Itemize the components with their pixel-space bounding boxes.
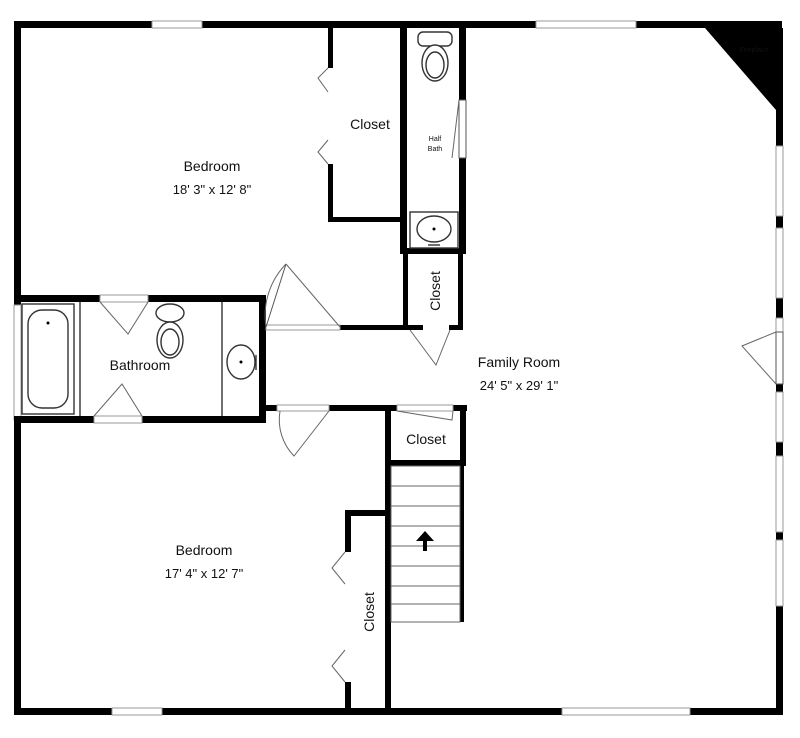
room-dims-family-room: 24' 5" x 29' 1" xyxy=(480,378,559,393)
closet-door xyxy=(331,649,346,683)
closet-door xyxy=(409,329,451,367)
window xyxy=(396,404,454,412)
wall-segment xyxy=(400,28,407,250)
room-labels: Bedroom 18' 3" x 12' 8" Closet Half Bath… xyxy=(110,47,769,632)
door-leaf xyxy=(458,99,467,159)
doors xyxy=(93,67,784,683)
wall-segment xyxy=(345,510,390,516)
wall-segment xyxy=(259,295,266,423)
window xyxy=(775,227,784,299)
room-name-closet-mid-horizontal: Closet xyxy=(406,431,446,447)
window xyxy=(111,707,163,716)
wall-segment xyxy=(345,510,351,552)
toilet-tank xyxy=(417,31,453,47)
fireplace-label: Fireplace xyxy=(740,47,769,54)
wall-top xyxy=(14,21,782,28)
wall-segment xyxy=(259,405,467,411)
door-swing xyxy=(396,410,454,421)
windows xyxy=(13,20,784,716)
room-name-bedroom-top: Bedroom xyxy=(184,158,241,174)
wall-segment xyxy=(328,164,333,222)
window xyxy=(775,391,784,443)
window xyxy=(151,20,203,29)
interior-openings xyxy=(93,294,454,424)
wall-segment xyxy=(328,28,333,68)
wall-segment xyxy=(459,28,466,100)
room-name-half-bath-line2: Bath xyxy=(428,146,443,153)
room-dims-bedroom-bottom: 17' 4" x 12' 7" xyxy=(165,566,244,581)
wall-segment xyxy=(400,248,466,254)
room-name-closet-top: Closet xyxy=(350,116,390,132)
wall-segment xyxy=(345,682,351,712)
room-name-bedroom-bottom: Bedroom xyxy=(176,542,233,558)
wall-segment xyxy=(340,325,408,330)
wall-segment xyxy=(460,466,464,622)
window xyxy=(535,20,637,29)
wall-segment xyxy=(458,254,463,328)
bathtub-inner xyxy=(27,309,69,409)
window xyxy=(265,324,341,331)
window xyxy=(276,404,330,412)
door-swing xyxy=(93,383,143,417)
wall-segment xyxy=(459,158,466,253)
wall-segment xyxy=(328,217,403,222)
door-swing xyxy=(285,263,341,328)
toilet-seat xyxy=(425,51,445,79)
sink-drain xyxy=(432,227,436,231)
up-arrow-icon xyxy=(416,531,434,551)
door-leaf xyxy=(775,331,784,385)
room-name-half-bath-line1: Half xyxy=(429,136,442,143)
fireplace-shape xyxy=(705,28,783,110)
door-swing xyxy=(451,99,460,159)
window xyxy=(775,539,784,607)
toilet-tank xyxy=(155,303,185,323)
fixtures xyxy=(21,31,459,416)
window xyxy=(561,707,691,716)
window xyxy=(99,294,149,303)
closet-door xyxy=(331,551,346,585)
door-swing xyxy=(741,331,777,385)
staircase xyxy=(390,465,461,623)
stair-outline xyxy=(390,465,461,623)
wall-segment xyxy=(385,460,466,466)
room-dims-bedroom-top: 18' 3" x 12' 8" xyxy=(173,182,252,197)
door-swing xyxy=(278,410,330,457)
window xyxy=(775,145,784,217)
window xyxy=(775,455,784,533)
tub-drain xyxy=(46,321,50,325)
wall-segment xyxy=(408,325,423,330)
wall-bottom xyxy=(14,708,782,715)
room-name-closet-bottom: Closet xyxy=(361,592,377,632)
door-leaf xyxy=(265,263,287,328)
wall-segment xyxy=(385,405,391,715)
closet-door xyxy=(317,139,329,165)
window xyxy=(13,304,22,421)
closet-door xyxy=(317,67,329,93)
room-name-closet-mid-vertical: Closet xyxy=(427,271,443,311)
window xyxy=(93,415,143,424)
room-name-family-room: Family Room xyxy=(478,354,560,370)
toilet-seat xyxy=(160,328,180,356)
wall-segment xyxy=(403,254,408,328)
wall-segment xyxy=(449,325,463,330)
sink-drain xyxy=(239,360,243,364)
door-swing xyxy=(99,301,149,335)
wall-segment xyxy=(460,405,466,465)
room-name-bathroom: Bathroom xyxy=(110,357,171,373)
door-swing xyxy=(264,263,287,328)
